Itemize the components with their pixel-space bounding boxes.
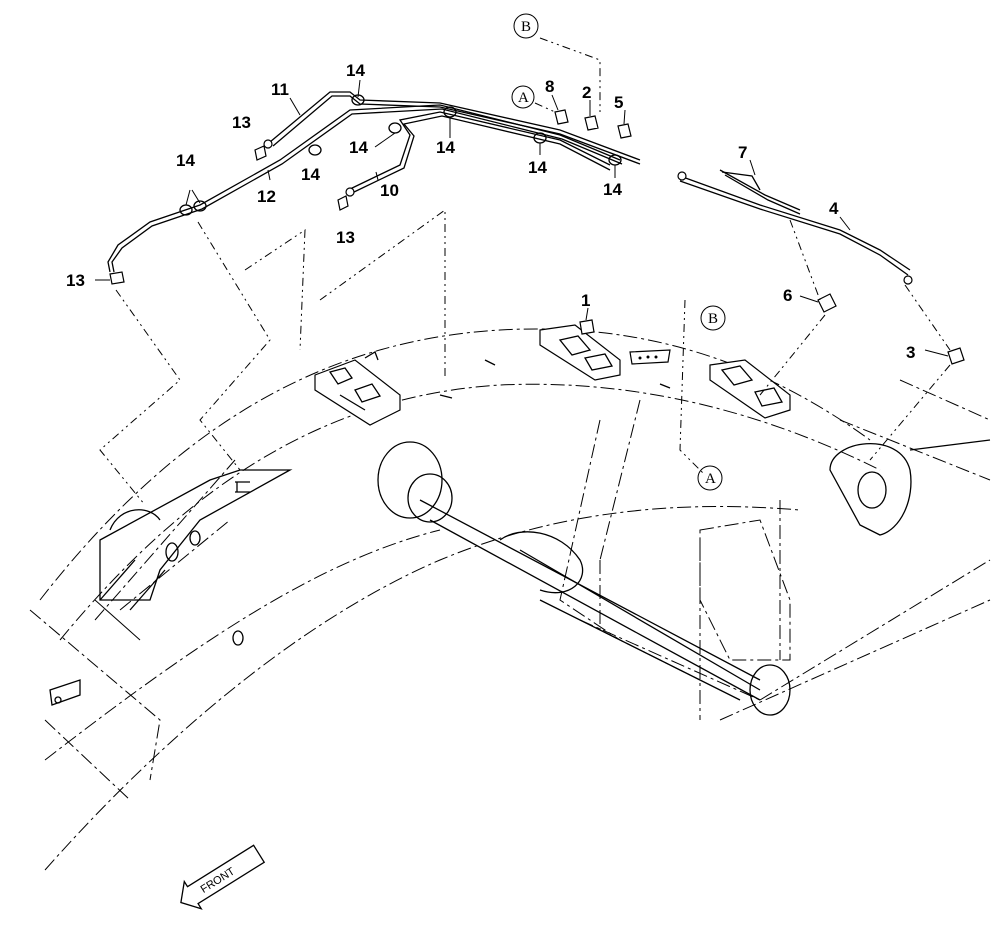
small-clip	[364, 351, 379, 361]
callout-12: 12	[257, 187, 276, 206]
right-pivot-boss	[829, 439, 991, 536]
reference-marker-a-low: A	[697, 465, 723, 491]
elbow-6	[817, 293, 837, 313]
small-clip	[484, 359, 496, 366]
boom-body	[29, 328, 991, 871]
callout-14: 14	[528, 158, 547, 177]
callout-14: 14	[176, 151, 195, 170]
callout-2: 2	[582, 83, 591, 102]
svg-text:B: B	[708, 311, 718, 327]
svg-text:A: A	[705, 471, 716, 487]
callout-14: 14	[301, 165, 320, 184]
callout-8: 8	[545, 77, 554, 96]
callout-6: 6	[783, 286, 792, 305]
callout-13: 13	[336, 228, 355, 247]
svg-text:B: B	[521, 19, 531, 35]
elbow-3	[947, 347, 965, 365]
fittings	[109, 109, 965, 365]
svg-text:A: A	[518, 90, 529, 106]
small-clip	[659, 383, 671, 389]
clamp-block-right	[709, 359, 791, 419]
callout-7: 7	[738, 143, 747, 162]
callout-13: 13	[232, 113, 251, 132]
left-hinge-bracket	[49, 469, 293, 706]
front-arrow: FRONT	[180, 844, 266, 910]
callout-14: 14	[436, 138, 455, 157]
callout-5: 5	[614, 93, 623, 112]
projection-lines	[99, 37, 951, 506]
fitting-2	[584, 115, 599, 131]
reference-marker-b-mid: B	[700, 305, 726, 331]
hydraulic-pipes	[107, 91, 913, 285]
callout-10: 10	[380, 181, 399, 200]
callout-14: 14	[349, 138, 368, 157]
fitting-13-mid	[254, 145, 267, 161]
callout-14: 14	[346, 61, 365, 80]
leader-lines	[95, 79, 949, 357]
callout-3: 3	[906, 343, 915, 362]
callout-14: 14	[603, 180, 622, 199]
clamp-block-center	[539, 324, 671, 381]
reference-marker-b-top: B	[513, 13, 539, 39]
clamp-block-left	[314, 359, 401, 426]
fitting-5	[617, 123, 632, 139]
callout-11: 11	[271, 80, 289, 99]
fitting-1	[579, 319, 595, 335]
callout-4: 4	[829, 199, 839, 218]
reference-marker-a-top: A	[511, 85, 535, 109]
callout-13: 13	[66, 271, 85, 290]
fitting-8	[554, 109, 569, 125]
fitting-13-left	[109, 271, 125, 285]
fitting-13-right	[337, 195, 349, 211]
callout-1: 1	[581, 291, 590, 310]
small-clip	[439, 394, 453, 399]
boom-cylinder	[377, 441, 791, 716]
